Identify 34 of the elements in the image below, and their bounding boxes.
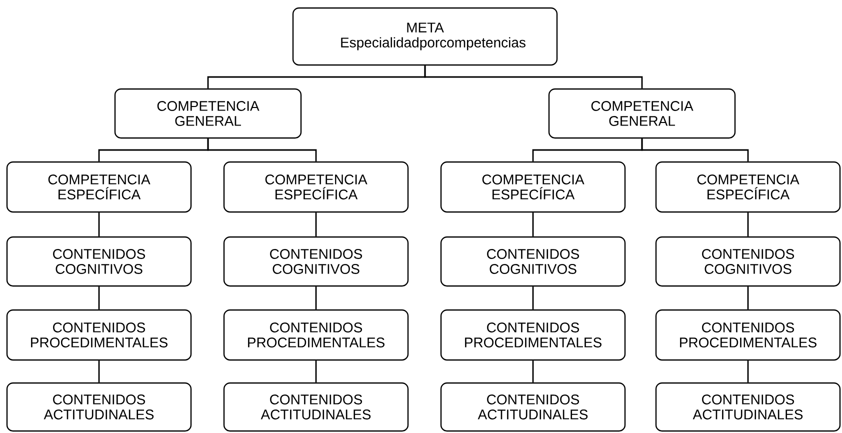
connector-line [315, 212, 317, 236]
competence-box: COMPETENCIA ESPECÍFICA [655, 161, 841, 213]
content-box: CONTENIDOS PROCEDIMENTALES [655, 309, 841, 361]
content-box: CONTENIDOS COGNITIVOS [6, 236, 192, 287]
connector-line [747, 212, 749, 236]
connector-line [315, 360, 317, 382]
content-box: CONTENIDOS COGNITIVOS [655, 236, 841, 287]
connector-line [98, 212, 100, 236]
content-box: CONTENIDOS PROCEDIMENTALES [223, 309, 409, 361]
connector-line [315, 286, 317, 310]
content-box: CONTENIDOS COGNITIVOS [440, 236, 626, 287]
connector-line [98, 286, 100, 310]
connector-line [532, 212, 534, 236]
content-box: CONTENIDOS ACTITUDINALES [223, 382, 409, 432]
content-box: CONTENIDOS ACTITUDINALES [655, 382, 841, 432]
competence-box: COMPETENCIA ESPECÍFICA [6, 161, 192, 213]
competence-box: COMPETENCIA ESPECÍFICA [440, 161, 626, 213]
content-box: CONTENIDOS ACTITUDINALES [440, 382, 626, 432]
competence-box: COMPETENCIA GENERAL [114, 88, 302, 139]
connector-line [747, 286, 749, 310]
connector-line [747, 360, 749, 382]
connector-line [98, 360, 100, 382]
connector-line [424, 66, 643, 88]
content-box: CONTENIDOS PROCEDIMENTALES [6, 309, 192, 361]
connector-line [532, 286, 534, 310]
content-box: CONTENIDOS PROCEDIMENTALES [440, 309, 626, 361]
connector-line [207, 138, 317, 162]
competence-box: COMPETENCIA GENERAL [548, 88, 736, 139]
competence-box: COMPETENCIA ESPECÍFICA [223, 161, 409, 213]
content-box: CONTENIDOS COGNITIVOS [223, 236, 409, 287]
content-box: CONTENIDOS ACTITUDINALES [6, 382, 192, 432]
connector-line [532, 360, 534, 382]
goal-box: META Especialidadporcompetencias [292, 7, 558, 66]
connector-line [641, 138, 749, 162]
